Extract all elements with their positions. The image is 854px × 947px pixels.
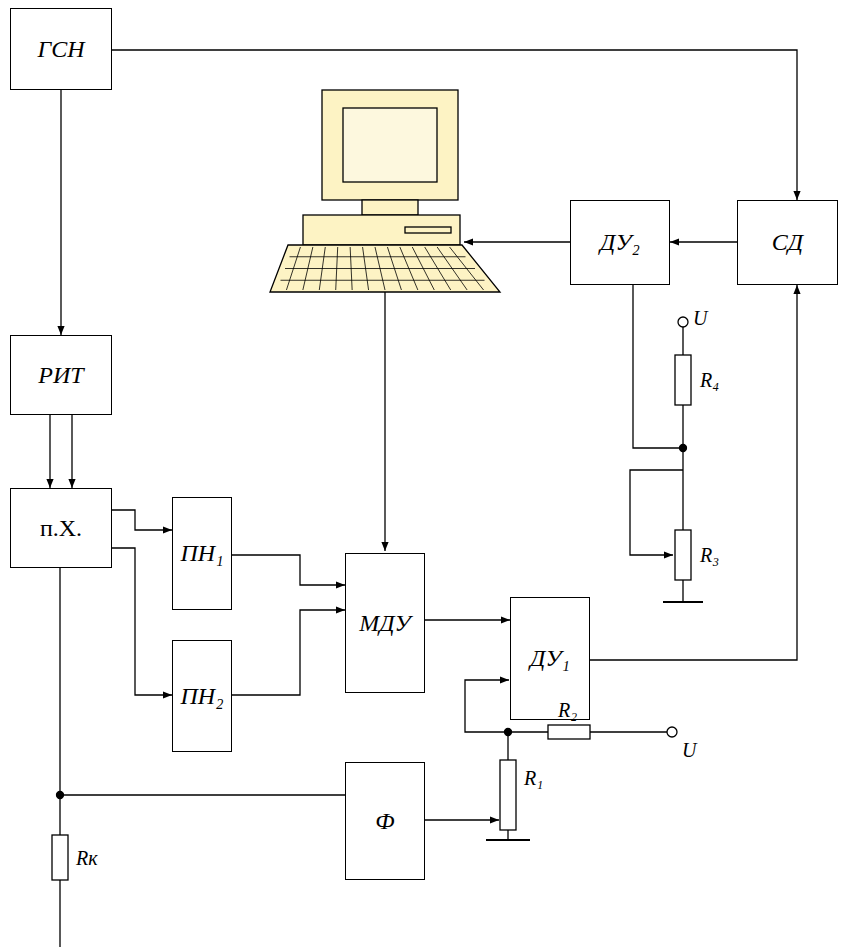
signal-connector — [590, 285, 797, 660]
resistor-label: R₂ — [558, 700, 577, 720]
resistor-label: R₃ — [700, 545, 719, 565]
supply-terminal — [667, 727, 677, 737]
signal-connector — [112, 548, 172, 695]
signal-connector — [425, 619, 510, 620]
resistor-symbol — [675, 530, 691, 580]
resistor-label: R₄ — [700, 370, 719, 390]
supply-terminal — [678, 317, 688, 327]
resistor-label: R₁ — [524, 768, 543, 788]
amplifier-box: ДУ₁ — [510, 597, 590, 720]
generator-box: ГСН — [10, 8, 112, 90]
box-label: РИТ — [38, 362, 83, 389]
signal-connector — [60, 90, 61, 335]
box-label: ГСН — [38, 36, 85, 63]
amplifier-box: МДУ — [345, 553, 425, 693]
box-label: Ф — [375, 808, 394, 835]
resistor-symbol — [500, 760, 516, 830]
signal-connector — [112, 50, 797, 200]
ground-symbol — [663, 601, 703, 603]
amplifier-box: ДУ₂ — [570, 200, 670, 285]
motor-box: СД — [737, 200, 838, 285]
junction-dot — [505, 729, 512, 736]
box-label: ДУ₁ — [530, 645, 570, 672]
signal-connector — [49, 415, 50, 488]
converter-box: ПН₂ — [172, 640, 232, 752]
box-label: ПН₂ — [180, 683, 223, 710]
signal-connector — [232, 610, 345, 695]
resistor-symbol — [548, 725, 590, 739]
box-label: МДУ — [359, 610, 410, 637]
computer-icon — [270, 90, 500, 292]
signal-connector — [670, 241, 737, 242]
pulse-source-box: РИТ — [10, 335, 112, 415]
reference-wire — [465, 680, 509, 732]
sensor-box: п.Х. — [10, 488, 112, 568]
resistor-symbol — [675, 355, 691, 405]
box-label: ДУ₂ — [600, 229, 640, 256]
wiper-wire — [630, 470, 683, 555]
converter-box: ПН₁ — [172, 497, 232, 610]
junction-dot — [680, 445, 687, 452]
box-label: п.Х. — [40, 515, 82, 542]
supply-label: U — [682, 740, 696, 760]
signal-connector — [71, 415, 72, 488]
signal-wire — [384, 292, 385, 551]
box-label: ПН₁ — [180, 540, 223, 567]
resistor-label: Rк — [76, 848, 98, 868]
ground-symbol — [486, 839, 530, 841]
signal-connector — [232, 555, 345, 585]
box-label: СД — [772, 229, 803, 256]
signal-wire — [464, 241, 570, 242]
wiper-wire — [425, 819, 499, 820]
supply-label: U — [693, 308, 707, 328]
filter-box: Ф — [345, 762, 425, 880]
resistor-symbol — [52, 835, 68, 880]
signal-connector — [112, 510, 172, 530]
